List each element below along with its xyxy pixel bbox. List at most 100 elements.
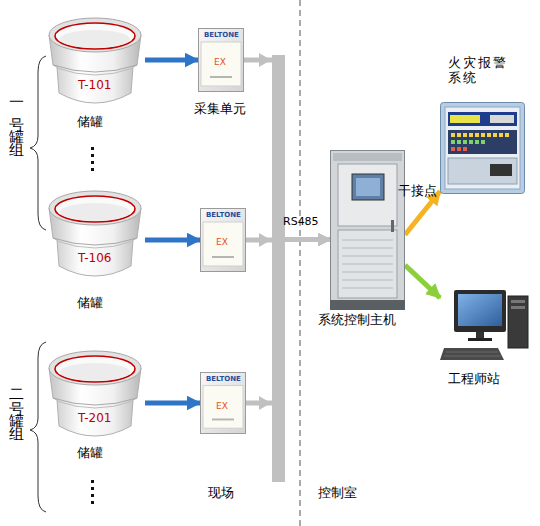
engineer-station: 工程师站	[440, 290, 530, 368]
ex-mark: EX	[214, 57, 226, 67]
cabinet-caption: 系统控制主机	[318, 313, 396, 328]
dot	[91, 480, 94, 483]
collection-unit: BELTONE EX	[200, 372, 246, 434]
dot	[91, 161, 94, 164]
decor-rect	[508, 296, 528, 348]
decor-path	[451, 140, 485, 144]
decor-rect	[454, 290, 506, 332]
connector-arrow	[405, 265, 440, 298]
decor-rect	[511, 306, 525, 309]
decor-path	[57, 401, 133, 408]
dot	[91, 501, 94, 504]
decor-ellipse	[60, 203, 130, 221]
decor-ellipse	[49, 351, 141, 385]
decor-rect	[201, 209, 246, 272]
decor-rect	[458, 294, 502, 326]
decor-line	[212, 419, 234, 421]
tank-label: 储罐	[77, 296, 103, 311]
decor-rect	[511, 300, 525, 303]
ex-mark: EX	[216, 401, 228, 411]
decor-rect	[331, 151, 405, 310]
brand-text: BELTONE	[204, 31, 239, 39]
decor-rect	[356, 178, 380, 196]
decor-rect	[448, 130, 517, 154]
alarm-caption: 火灾报警系统	[448, 56, 510, 86]
decor-rect	[333, 153, 402, 161]
tank-label: 储罐	[77, 446, 103, 461]
dot	[91, 154, 94, 157]
edge-label: 干接点	[398, 184, 437, 199]
decor-rect	[476, 332, 484, 338]
decor-line	[210, 76, 232, 78]
decor-rect	[445, 107, 520, 189]
area-label: 现场	[208, 486, 234, 501]
decor-rect	[490, 164, 512, 176]
decor-ellipse	[60, 363, 130, 381]
storage-tank: T-106储罐	[45, 188, 145, 283]
dot	[91, 487, 94, 490]
group-bracket	[30, 342, 46, 512]
tank-tag: T-201	[78, 412, 111, 426]
decor-rect	[330, 300, 405, 310]
decor-rect	[203, 386, 243, 429]
decor-path	[342, 240, 393, 288]
storage-tank: T-201储罐	[45, 348, 145, 443]
decor-rect	[338, 164, 397, 226]
fire-alarm-panel: 火灾报警系统	[440, 102, 525, 194]
decor-ellipse	[60, 30, 130, 48]
alarm-art	[440, 102, 525, 194]
brand-text: BELTONE	[206, 211, 241, 219]
tank-art	[45, 348, 145, 443]
decor-path	[444, 352, 501, 356]
collection-unit: BELTONEEX采集单元	[198, 28, 244, 92]
decor-path	[451, 147, 467, 151]
decor-rect	[448, 158, 517, 184]
decor-rect	[201, 42, 241, 86]
brand-text: BELTONE	[206, 375, 241, 383]
decor-path	[451, 133, 509, 137]
decor-rect	[490, 115, 514, 123]
tank-tag: T-101	[78, 79, 111, 93]
cabinet-art	[330, 150, 405, 310]
tank-art	[45, 188, 145, 283]
decor-rect	[448, 112, 517, 126]
decor-rect	[338, 230, 397, 298]
unit-caption: 采集单元	[194, 102, 246, 117]
tank-label: 储罐	[77, 115, 103, 130]
decor-rect	[468, 338, 492, 341]
connector-arrow	[145, 58, 198, 63]
group-label: 二号罐组	[8, 378, 25, 426]
group-label: 一号罐组	[8, 94, 25, 142]
dot	[91, 147, 94, 150]
group-bracket	[30, 56, 46, 230]
tank-art	[45, 15, 145, 110]
decor-rect	[441, 103, 525, 194]
decor-rect	[450, 115, 480, 123]
connector-arrow	[145, 401, 200, 406]
collection-unit: BELTONEEX	[200, 208, 246, 272]
decor-rect	[203, 222, 243, 266]
decor-path	[57, 241, 133, 248]
decor-rect	[201, 372, 246, 433]
decor-line	[212, 256, 234, 258]
area-label: 控制室	[318, 486, 357, 501]
tank-tag: T-106	[78, 252, 111, 266]
decor-ellipse	[55, 23, 135, 49]
decor-ellipse	[49, 18, 141, 52]
storage-tank: T-101储罐	[45, 15, 145, 110]
bus-entry-arrows	[259, 53, 271, 410]
station-caption: 工程师站	[448, 372, 500, 387]
decor-path	[57, 68, 133, 75]
decor-rect	[352, 174, 384, 200]
dot	[91, 168, 94, 171]
decor-ellipse	[55, 356, 135, 382]
decor-rect	[391, 220, 394, 232]
connector-arrow	[145, 238, 200, 243]
dot	[91, 494, 94, 497]
connector-arrow	[244, 60, 330, 240]
decor-ellipse	[55, 196, 135, 222]
decor-ellipse	[49, 191, 141, 225]
